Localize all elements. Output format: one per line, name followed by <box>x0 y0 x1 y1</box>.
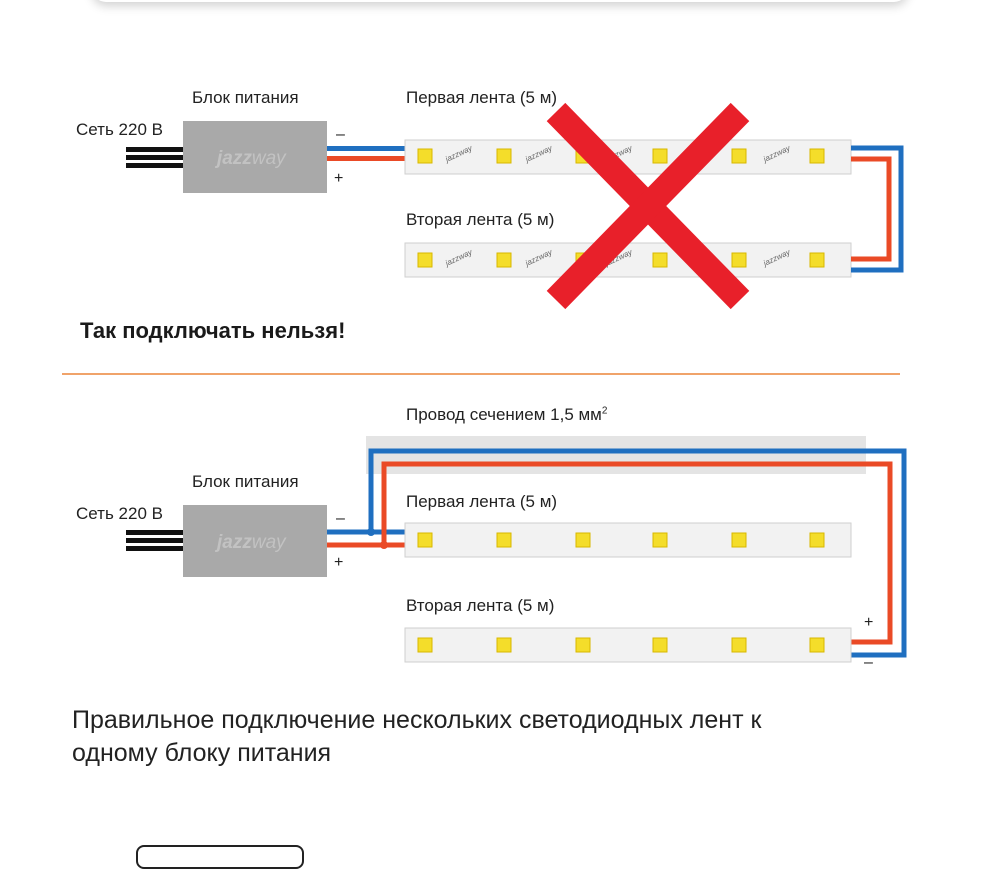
wire-positive-right <box>327 461 893 645</box>
plus-sign-wrong: + <box>334 170 344 187</box>
psu-logo-wrong: jazzway <box>214 148 287 169</box>
series-jumper-wires-wrong <box>851 145 904 273</box>
top-card-edge <box>92 0 908 2</box>
bottom-button[interactable] <box>136 845 304 869</box>
led-strip-1-right <box>404 522 852 558</box>
plus-sign-right: + <box>334 554 344 571</box>
strip-1-label-wrong: Первая лента (5 м) <box>406 88 558 107</box>
wire-label-sup: 2 <box>601 405 608 417</box>
psu-label-right: Блок питания <box>192 472 299 491</box>
strip-1-label-right: Первая лента (5 м) <box>406 492 558 511</box>
wire-negative-wrong <box>327 146 407 151</box>
mains-cable-right <box>126 530 186 551</box>
warning-text: Так подключать нельзя! <box>80 318 346 343</box>
wire-band <box>366 436 866 474</box>
section-divider <box>62 373 900 375</box>
minus-sign-wrong: – <box>336 126 345 143</box>
minus-sign-right: – <box>336 510 345 527</box>
wire-label-text: Провод сечением 1,5 мм <box>406 405 602 424</box>
psu-logo-right: jazzway <box>214 532 287 553</box>
red-cross-icon <box>546 102 750 310</box>
diagram-caption: Правильное подключение нескольких светод… <box>72 706 762 767</box>
mains-cable-wrong <box>126 147 186 168</box>
wrong-diagram: jazzway jazzway jazzway jazzway jazzway <box>126 102 904 310</box>
power-supply-right <box>183 505 327 577</box>
strip-2-label-right: Вторая лента (5 м) <box>406 596 555 615</box>
wire-negative-right <box>327 448 907 658</box>
strip-1-leds-right <box>417 532 825 548</box>
wire-label: Провод сечением 1,5 мм2 <box>406 405 607 425</box>
power-supply-wrong <box>183 121 327 193</box>
wire-positive-wrong <box>327 156 407 161</box>
strip-1-leds-wrong: jazzway jazzway jazzway jazzway <box>417 143 825 164</box>
end-minus-sign: – <box>864 654 873 671</box>
mains-label-wrong: Сеть 220 В <box>76 120 163 139</box>
wiring-diagrams: jazzway jazzway jazzway jazzway jazzway <box>126 102 907 663</box>
right-diagram: jazzway <box>126 436 907 663</box>
mains-label-right: Сеть 220 В <box>76 504 163 523</box>
psu-label-wrong: Блок питания <box>192 88 299 107</box>
end-plus-sign: + <box>864 614 874 631</box>
led-strip-2-right <box>404 627 852 663</box>
strip-2-label-wrong: Вторая лента (5 м) <box>406 210 555 229</box>
strip-2-leds-right <box>417 637 825 653</box>
